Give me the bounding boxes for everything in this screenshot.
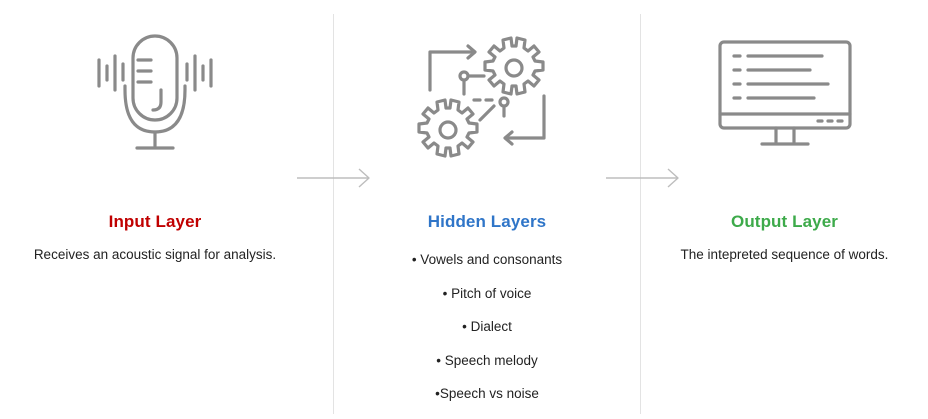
input-layer-panel: Input Layer Receives an acoustic signal … — [0, 0, 310, 419]
input-layer-title: Input Layer — [108, 212, 202, 231]
hidden-layers-panel: Hidden Layers • Vowels and consonants • … — [334, 0, 640, 419]
output-layer-title: Output Layer — [731, 212, 838, 231]
monitor-icon — [717, 40, 852, 146]
divider-left — [333, 14, 334, 414]
gears-process-icon — [417, 36, 546, 158]
list-item: • Vowels and consonants — [411, 252, 563, 267]
arrow-right-icon — [297, 168, 370, 188]
input-layer-description: Receives an acoustic signal for analysis… — [33, 247, 277, 262]
hidden-layers-title: Hidden Layers — [427, 212, 547, 231]
divider-right — [640, 14, 641, 414]
list-item: •Speech vs noise — [435, 386, 539, 401]
output-layer-panel: Output Layer The intepreted sequence of … — [641, 0, 928, 419]
list-item: • Speech melody — [436, 352, 538, 368]
hidden-layers-list: • Vowels and consonants • Pitch of voice… — [334, 250, 640, 418]
arrow-right-icon — [606, 168, 679, 188]
microphone-icon — [97, 34, 213, 150]
list-item: • Pitch of voice — [442, 285, 532, 301]
output-layer-description: The intepreted sequence of words. — [680, 247, 889, 262]
list-item: • Dialect — [462, 319, 512, 334]
